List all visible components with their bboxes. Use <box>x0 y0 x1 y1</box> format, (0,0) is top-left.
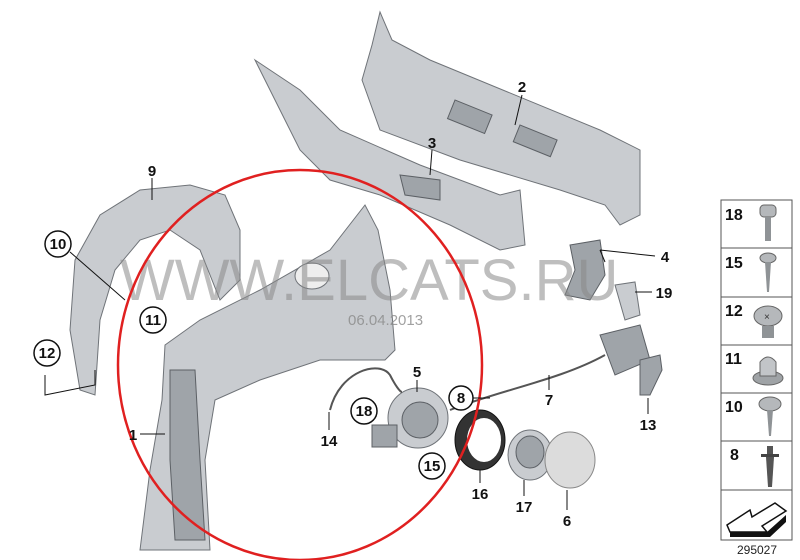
callout-14: 14 <box>321 433 338 450</box>
callout-5: 5 <box>413 364 421 381</box>
fastener-legend: 18 15 12 × 11 10 8 <box>720 199 793 541</box>
callout-12: 12 <box>33 339 61 367</box>
callout-4: 4 <box>661 249 670 266</box>
callout-10: 10 <box>44 230 72 258</box>
legend-number: 15 <box>725 255 743 272</box>
legend-number: 12 <box>725 303 743 320</box>
part-bracket[interactable] <box>564 239 641 321</box>
expanding-rivet-icon: × <box>753 305 783 338</box>
legend-number: 18 <box>725 207 743 224</box>
callout-1: 1 <box>129 427 137 444</box>
leader-lines <box>69 94 656 510</box>
callout-2: 2 <box>518 79 526 96</box>
callout-7: 7 <box>545 392 553 409</box>
callout-6: 6 <box>563 513 571 530</box>
watermark: WWW.ELCATS.RU <box>120 248 618 313</box>
flange-screw-icon <box>758 396 782 436</box>
legend-number: 11 <box>725 351 742 368</box>
part-fuel-flap[interactable] <box>544 431 596 489</box>
legend-number: 10 <box>725 399 743 416</box>
svg-text:10: 10 <box>50 236 67 253</box>
svg-text:11: 11 <box>145 312 161 329</box>
svg-text:×: × <box>764 312 770 323</box>
callout-3: 3 <box>428 135 436 152</box>
svg-text:8: 8 <box>457 390 465 407</box>
callout-8: 8 <box>448 385 474 411</box>
callout-15: 15 <box>418 452 446 480</box>
part-rear-panel[interactable] <box>361 10 641 226</box>
drawing-number: 295027 <box>737 543 777 557</box>
callout-17: 17 <box>516 499 533 516</box>
legend-number: 8 <box>730 447 739 464</box>
callout-16: 16 <box>472 486 489 503</box>
part-fuel-filler-housing[interactable] <box>371 387 449 449</box>
collar-nut-icon <box>752 356 784 386</box>
svg-text:15: 15 <box>424 458 441 475</box>
part-bowden-cable[interactable] <box>449 354 606 411</box>
callout-19: 19 <box>656 285 673 302</box>
cylinder-head-screw-icon <box>759 204 777 241</box>
part-drain-hose[interactable] <box>329 367 403 411</box>
pan-head-screw-icon <box>759 252 777 292</box>
svg-text:12: 12 <box>39 345 56 362</box>
plastic-expanding-plug-icon <box>761 446 779 487</box>
part-rivet[interactable] <box>44 370 96 396</box>
part-wheel-arch-liner[interactable] <box>69 184 241 396</box>
part-cross-member[interactable] <box>253 58 526 251</box>
date-stamp: 06.04.2013 <box>348 312 423 329</box>
svg-text:18: 18 <box>356 403 373 420</box>
part-release-lever[interactable] <box>639 354 663 396</box>
callout-18: 18 <box>350 397 378 425</box>
callout-13: 13 <box>640 417 657 434</box>
highlight-circle <box>116 168 484 560</box>
part-side-panel[interactable] <box>139 204 396 551</box>
callout-9: 9 <box>148 163 156 180</box>
arrow-icon <box>726 502 788 537</box>
part-seal-ring[interactable] <box>454 409 506 471</box>
callout-11: 11 <box>139 306 167 334</box>
